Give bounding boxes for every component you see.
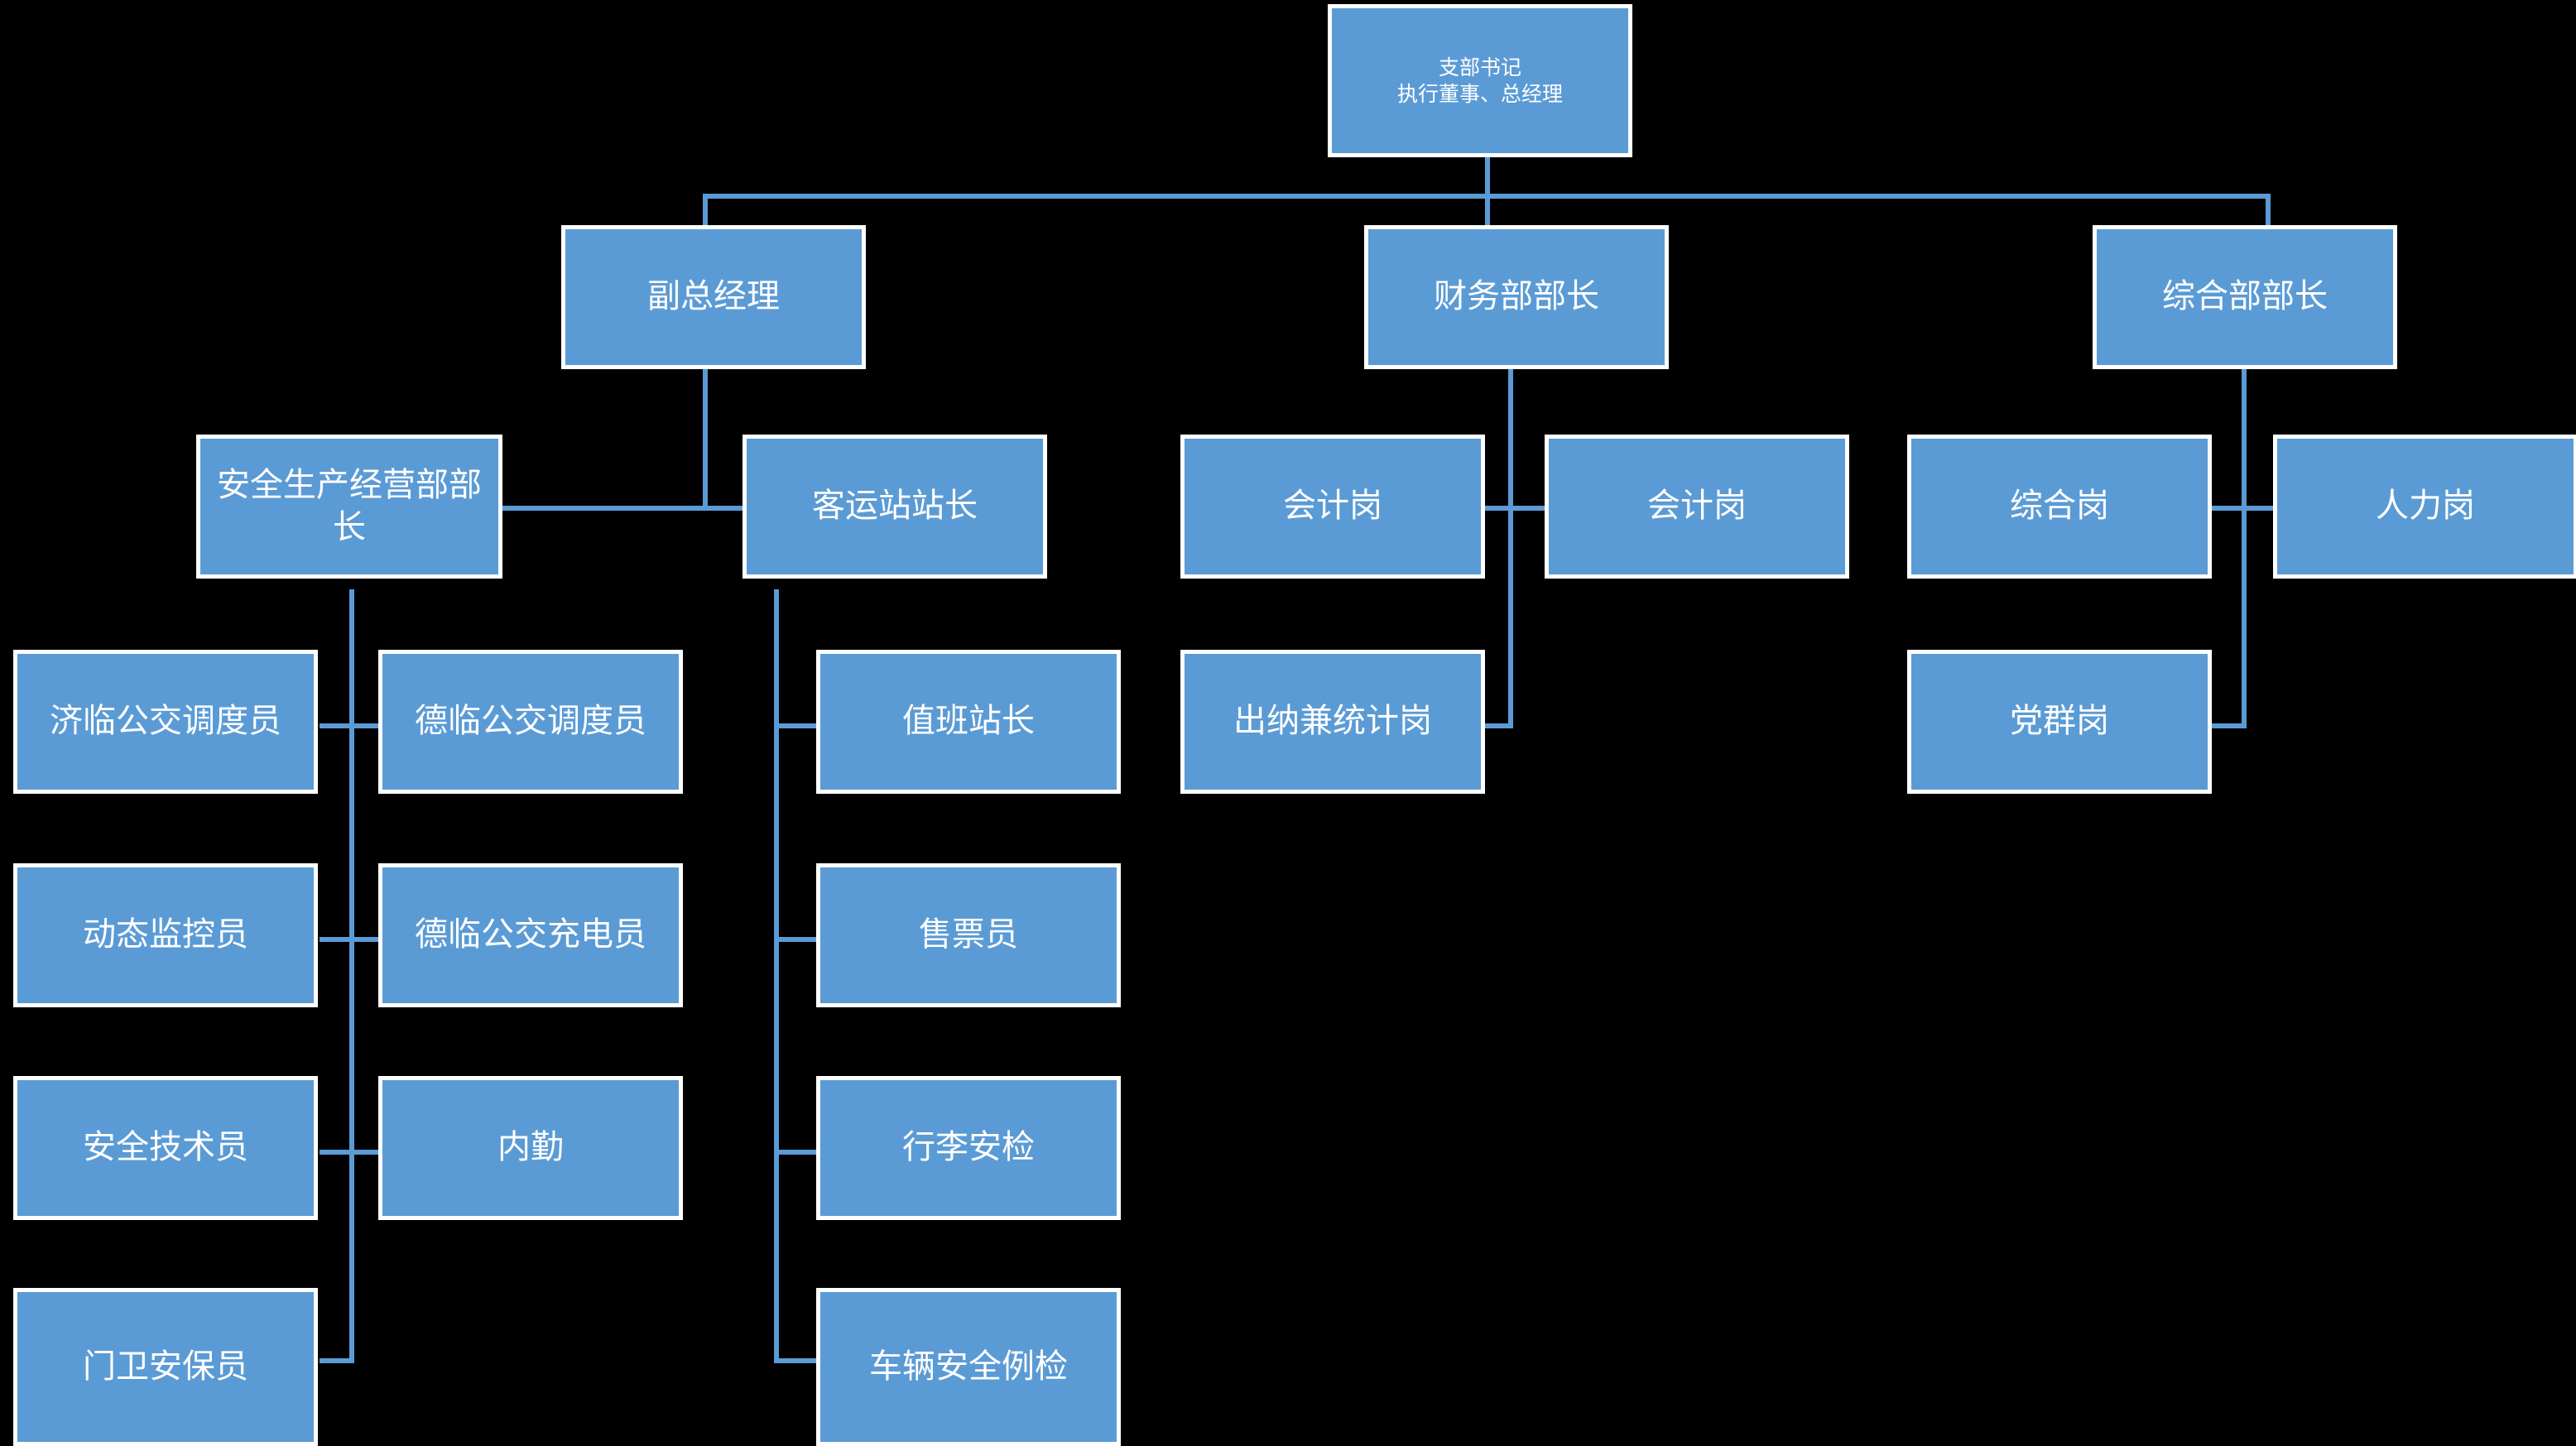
node-safety-production-operations-head[interactable]: 安全生产经营部部长 xyxy=(196,435,502,579)
connector-safety-row1 xyxy=(320,723,379,728)
node-label: 值班站长 xyxy=(902,703,1035,740)
connector-root-stem xyxy=(1485,157,1490,195)
node-finance-department-head[interactable]: 财务部部长 xyxy=(1364,225,1669,369)
node-label: 车辆安全例检 xyxy=(869,1348,1068,1385)
node-label: 党群岗 xyxy=(2010,703,2109,740)
node-label: 动态监控员 xyxy=(83,916,248,954)
node-root-party-secretary[interactable]: 支部书记 执行董事、总经理 xyxy=(1328,4,1632,157)
root-line-1: 支部书记 xyxy=(1438,55,1521,79)
node-delin-bus-dispatcher[interactable]: 德临公交调度员 xyxy=(378,650,683,794)
node-label: 济临公交调度员 xyxy=(50,703,281,740)
node-general-post[interactable]: 综合岗 xyxy=(1907,435,2212,579)
node-delin-bus-charging-officer[interactable]: 德临公交充电员 xyxy=(378,863,683,1007)
node-general-affairs-department-head[interactable]: 综合部部长 xyxy=(2093,225,2397,369)
node-label: 安全生产经营部部长 xyxy=(217,466,482,545)
node-label: 会计岗 xyxy=(1647,488,1747,525)
node-accounting-post-1[interactable]: 会计岗 xyxy=(1180,435,1485,579)
node-label: 门卫安保员 xyxy=(83,1348,248,1385)
node-label: 德临公交调度员 xyxy=(415,703,646,740)
node-label: 会计岗 xyxy=(1283,488,1382,525)
node-safety-technician[interactable]: 安全技术员 xyxy=(13,1076,318,1220)
node-label: 出纳兼统计岗 xyxy=(1233,703,1432,740)
connector-station-row3 xyxy=(774,1150,818,1155)
node-label: 安全技术员 xyxy=(83,1129,248,1166)
node-duty-station-master[interactable]: 值班站长 xyxy=(816,650,1121,794)
node-accounting-post-2[interactable]: 会计岗 xyxy=(1545,435,1849,579)
connector-station-spine xyxy=(774,589,779,1363)
node-baggage-security-check[interactable]: 行李安检 xyxy=(816,1076,1121,1220)
node-dynamic-monitoring-officer[interactable]: 动态监控员 xyxy=(13,863,318,1007)
connector-general-row-party-post xyxy=(2212,723,2247,728)
connector-safety-spine xyxy=(349,589,354,1363)
node-ticket-seller[interactable]: 售票员 xyxy=(816,863,1121,1007)
node-deputy-general-manager[interactable]: 副总经理 xyxy=(561,225,866,369)
node-label: 副总经理 xyxy=(647,278,780,315)
root-line-2: 执行董事、总经理 xyxy=(1396,82,1563,106)
connector-safety-row4 xyxy=(320,1358,354,1363)
node-label: 支部书记 执行董事、总经理 xyxy=(1337,55,1623,108)
node-human-resources-post[interactable]: 人力岗 xyxy=(2273,435,2576,579)
connector-finance-spine xyxy=(1508,369,1513,723)
connector-station-row4 xyxy=(774,1358,818,1363)
node-bus-station-master[interactable]: 客运站站长 xyxy=(743,435,1047,579)
node-label: 客运站站长 xyxy=(812,488,978,525)
node-office-clerk[interactable]: 内勤 xyxy=(378,1076,683,1220)
node-cashier-and-statistics-post[interactable]: 出纳兼统计岗 xyxy=(1180,650,1485,794)
node-label: 售票员 xyxy=(919,916,1018,954)
node-label: 德临公交充电员 xyxy=(415,916,646,954)
node-vehicle-safety-inspection[interactable]: 车辆安全例检 xyxy=(816,1288,1121,1446)
connector-drop-deputy-gm xyxy=(703,194,708,225)
connector-safety-row2 xyxy=(320,937,379,942)
node-label: 人力岗 xyxy=(2376,488,2475,525)
connector-station-row2 xyxy=(774,937,818,942)
connector-safety-row3 xyxy=(320,1150,379,1155)
connector-drop-finance-head xyxy=(1485,194,1490,225)
connector-drop-general-head xyxy=(2266,194,2271,225)
connector-general-row-general-post xyxy=(2212,506,2276,511)
connector-finance-row-cashier xyxy=(1482,723,1513,728)
connector-finance-row-accounting xyxy=(1482,506,1546,511)
node-label: 行李安检 xyxy=(902,1129,1035,1166)
connector-general-spine xyxy=(2242,369,2247,723)
node-label: 财务部部长 xyxy=(1434,278,1599,315)
connector-deputy-gm-bus xyxy=(501,506,749,511)
node-party-affairs-post[interactable]: 党群岗 xyxy=(1907,650,2212,794)
node-gate-security-guard[interactable]: 门卫安保员 xyxy=(13,1288,318,1446)
node-label: 综合岗 xyxy=(2010,488,2109,525)
connector-station-row1 xyxy=(774,723,818,728)
node-label: 内勤 xyxy=(497,1129,564,1166)
connector-deputy-gm-stem xyxy=(703,369,708,508)
node-jilin-bus-dispatcher[interactable]: 济临公交调度员 xyxy=(13,650,318,794)
node-label: 综合部部长 xyxy=(2162,278,2328,315)
